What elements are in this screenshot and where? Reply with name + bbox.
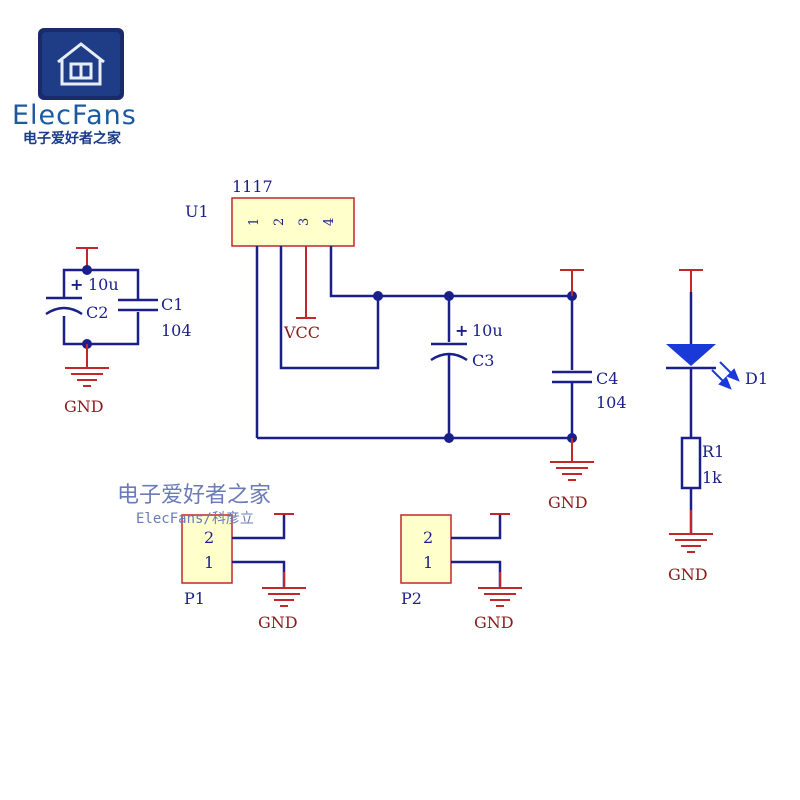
watermark-english: ElecFans/科彦立 bbox=[136, 511, 254, 527]
p2-pin-1: 1 bbox=[423, 553, 433, 572]
elecfans-logo: ElecFans 电子爱好者之家 bbox=[12, 28, 137, 147]
p2-connector: 2 1 P2 GND bbox=[400, 513, 522, 632]
p1-body bbox=[181, 514, 233, 584]
gnd-label-c4: GND bbox=[548, 493, 588, 512]
c1-c2-group: + 10u C2 C1 104 GND bbox=[45, 247, 192, 416]
c2-value: 10u bbox=[88, 275, 119, 294]
u1-regulator: 1117 U1 1 2 3 4 bbox=[185, 177, 355, 247]
gnd-label-p1: GND bbox=[258, 613, 298, 632]
p2-body bbox=[400, 514, 452, 584]
logo-subtitle: 电子爱好者之家 bbox=[23, 130, 122, 147]
gnd-label-d1: GND bbox=[668, 565, 708, 584]
u1-ref-label: U1 bbox=[185, 202, 209, 221]
u1-wiring bbox=[255, 246, 577, 443]
c4-ref: C4 bbox=[596, 369, 618, 388]
p2-pin-2: 2 bbox=[423, 528, 433, 547]
u1-part-label: 1117 bbox=[232, 177, 273, 196]
c2-ref: C2 bbox=[86, 303, 108, 322]
vcc-label: VCC bbox=[283, 323, 320, 342]
c1-value: 104 bbox=[161, 321, 192, 340]
c3-ref: C3 bbox=[472, 351, 494, 370]
logo-brand-text: ElecFans bbox=[12, 100, 137, 131]
gnd-symbol-c4: GND bbox=[548, 438, 594, 512]
u1-pin-1: 1 bbox=[247, 218, 262, 226]
p1-ref: P1 bbox=[184, 589, 205, 608]
watermark-chinese: 电子爱好者之家 bbox=[117, 483, 271, 508]
c3-value: 10u bbox=[472, 321, 503, 340]
u1-pin-2: 2 bbox=[272, 218, 287, 226]
r1-value: 1k bbox=[702, 468, 722, 487]
p1-pin-1: 1 bbox=[204, 553, 214, 572]
r1-ref: R1 bbox=[702, 442, 724, 461]
watermark: 电子爱好者之家 ElecFans/科彦立 bbox=[117, 483, 271, 527]
r1-body bbox=[680, 436, 702, 490]
d1-ref: D1 bbox=[745, 369, 768, 388]
u1-body bbox=[231, 197, 355, 247]
light-arrows-icon bbox=[711, 361, 740, 390]
p2-ref: P2 bbox=[401, 589, 422, 608]
c3-capacitor: + 10u C3 bbox=[430, 296, 503, 438]
c1-ref: C1 bbox=[161, 295, 183, 314]
d1-r1-branch: D1 R1 1k GND bbox=[666, 269, 768, 584]
u1-pin-4: 4 bbox=[322, 218, 337, 226]
house-icon bbox=[57, 42, 105, 86]
c4-capacitor: C4 104 bbox=[552, 269, 627, 438]
c3-polarity: + bbox=[455, 321, 468, 340]
junction-dot bbox=[373, 291, 383, 301]
led-icon bbox=[666, 344, 716, 366]
p1-connector: 2 1 P1 GND bbox=[181, 513, 306, 632]
junction-dot bbox=[82, 265, 92, 275]
c4-value: 104 bbox=[596, 393, 627, 412]
p1-pin-2: 2 bbox=[204, 528, 214, 547]
c2-polarity: + bbox=[70, 275, 83, 294]
gnd-label-p2: GND bbox=[474, 613, 514, 632]
gnd-label-c1c2: GND bbox=[64, 397, 104, 416]
u1-pin-3: 3 bbox=[297, 218, 312, 226]
